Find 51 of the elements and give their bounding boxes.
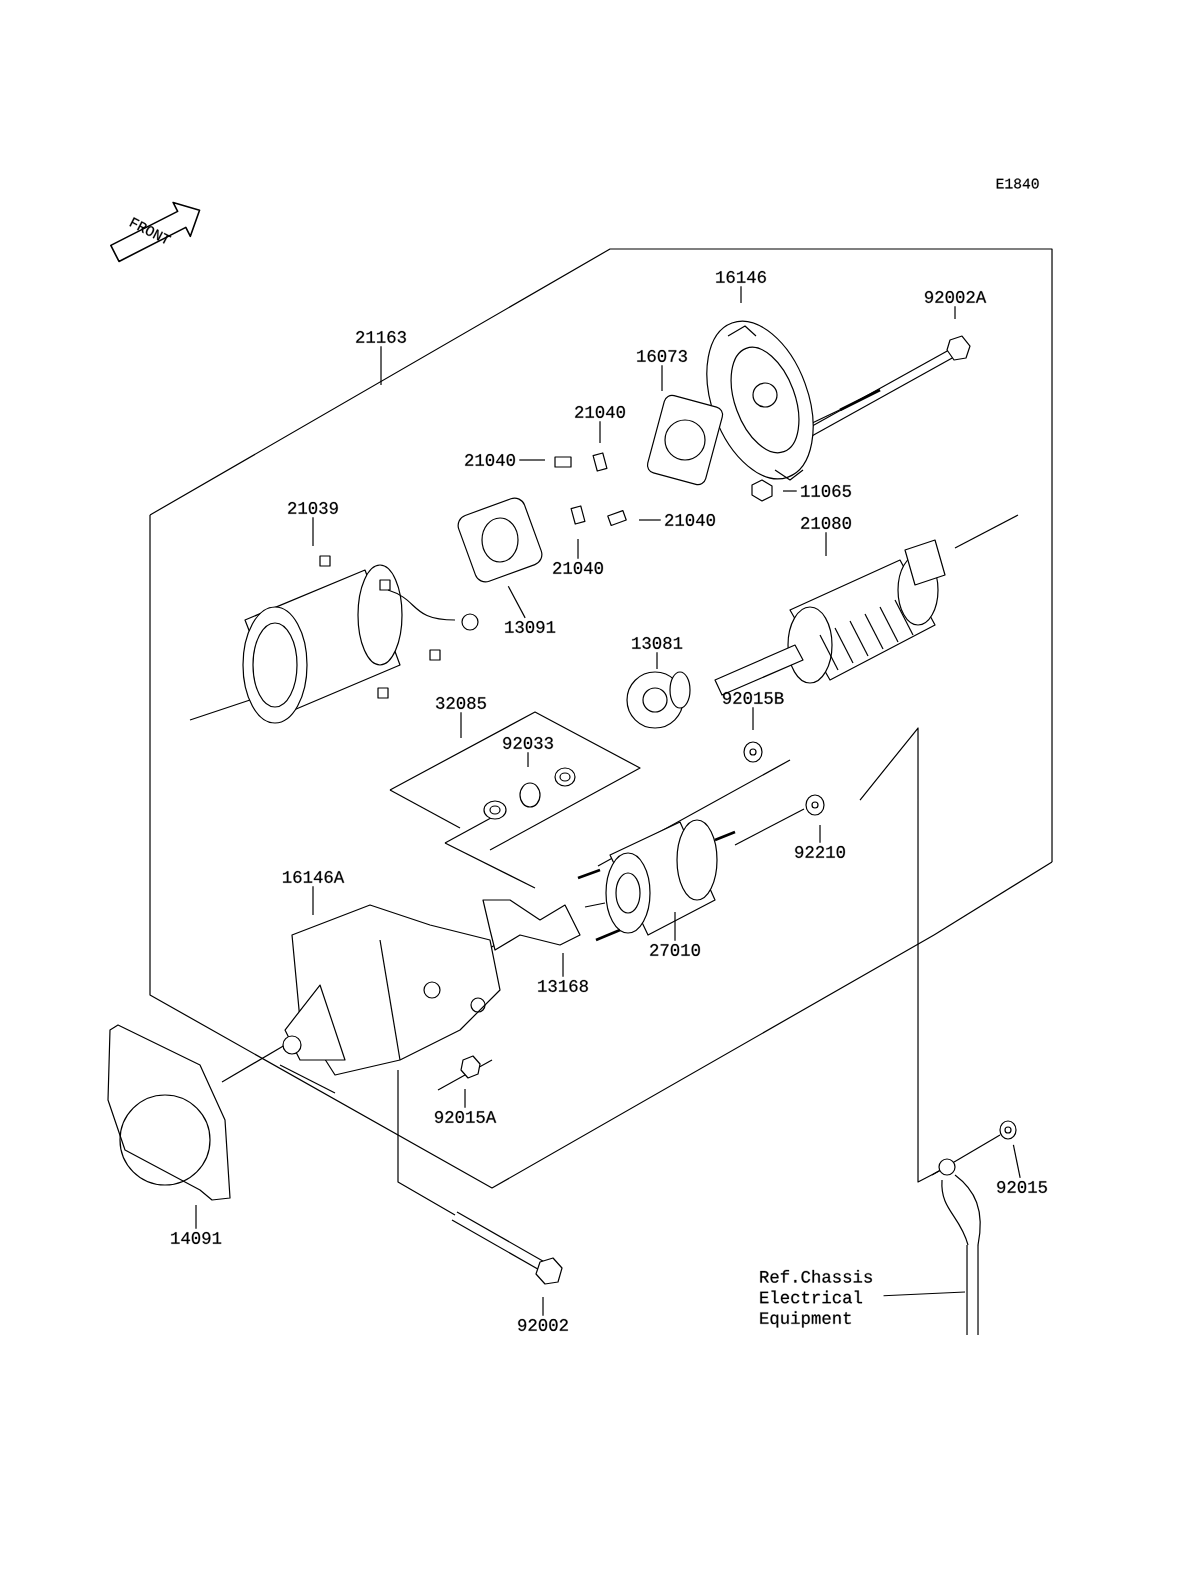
leader-line [656, 651, 658, 670]
callout-number: 16146A [283, 871, 345, 883]
callout-number: 92015B [723, 692, 784, 704]
leader-line [661, 364, 663, 392]
callout-number: 21163 [356, 331, 406, 343]
leader-line [782, 490, 798, 492]
leader-line [819, 824, 821, 844]
callout-number: 16146 [716, 271, 766, 283]
callout-number: 21039 [288, 502, 338, 514]
callout-number: 11065 [801, 485, 851, 497]
callout-number: 92002A [925, 291, 987, 303]
callout-number: 13168 [538, 980, 588, 992]
leader-line [882, 1291, 966, 1297]
callout-number: 13081 [632, 637, 683, 649]
callout-number: 21040 [465, 454, 515, 466]
reference-note: Ref.Chassis Electrical Equipment [760, 1269, 873, 1328]
leader-line [577, 538, 579, 560]
leader-line [1012, 1144, 1021, 1179]
callout-number: 21040 [553, 562, 603, 574]
callout-number: 16073 [637, 350, 687, 362]
callout-number: 92002 [518, 1319, 568, 1331]
leader-line [312, 516, 314, 547]
leader-line [638, 519, 662, 521]
leader-line [542, 1296, 544, 1317]
callout-number: 92210 [795, 846, 845, 858]
leader-line [562, 952, 564, 978]
leader-line [752, 706, 754, 731]
leader-line [740, 285, 742, 304]
callout-number: 32085 [436, 697, 486, 709]
callout-number: 14091 [171, 1232, 222, 1244]
leader-line [674, 911, 676, 942]
callout-number: 21080 [801, 517, 851, 529]
leader-line [954, 305, 956, 320]
leader-line [460, 711, 462, 739]
callout-number: 92015 [997, 1181, 1047, 1193]
leader-line [312, 885, 314, 916]
callout-number: 27010 [650, 944, 700, 956]
leader-line [599, 420, 601, 444]
leader-line [507, 585, 526, 619]
leader-line [464, 1088, 466, 1109]
callout-number: 21040 [575, 406, 625, 418]
callout-number: 92015A [435, 1111, 497, 1123]
leader-line [825, 531, 827, 557]
leader-line [380, 345, 382, 386]
leader-line [518, 459, 546, 461]
drawing-code: E1840 [996, 178, 1039, 189]
leader-line [527, 751, 529, 768]
callout-number: 13091 [505, 621, 556, 633]
callout-number: 92033 [503, 737, 553, 749]
leader-line [195, 1204, 197, 1230]
callout-number: 21040 [665, 514, 715, 526]
